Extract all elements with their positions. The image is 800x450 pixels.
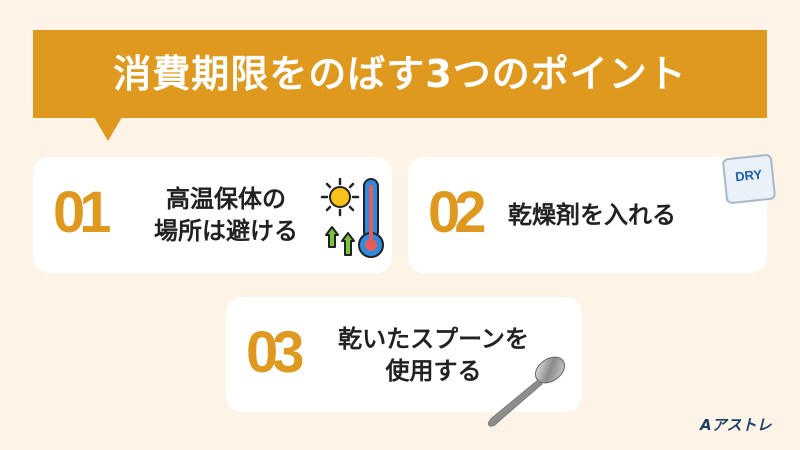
point-card-1: 01 高温保体の 場所は避ける xyxy=(33,157,392,273)
title-banner: 消費期限をのばす3つのポイント xyxy=(33,30,767,118)
point-number: 02 xyxy=(428,180,486,245)
point-card-2: 02 乾燥剤を入れる xyxy=(408,157,767,273)
brand-logo: Aアストレ xyxy=(700,416,772,434)
point-text: 乾いたスプーンを 使用する xyxy=(338,325,529,385)
logo-mark: A xyxy=(700,416,712,434)
page-title: 消費期限をのばす3つのポイント xyxy=(113,52,687,96)
dry-packet-icon: DRY xyxy=(721,153,777,205)
sun-thermometer-icon xyxy=(320,177,384,258)
point-text: 高温保体の 場所は避ける xyxy=(154,185,298,245)
point-number: 03 xyxy=(246,320,304,385)
point-text: 乾燥剤を入れる xyxy=(508,201,676,229)
banner-pointer xyxy=(94,117,122,141)
point-number: 01 xyxy=(53,180,111,245)
spoon-icon xyxy=(487,356,566,427)
